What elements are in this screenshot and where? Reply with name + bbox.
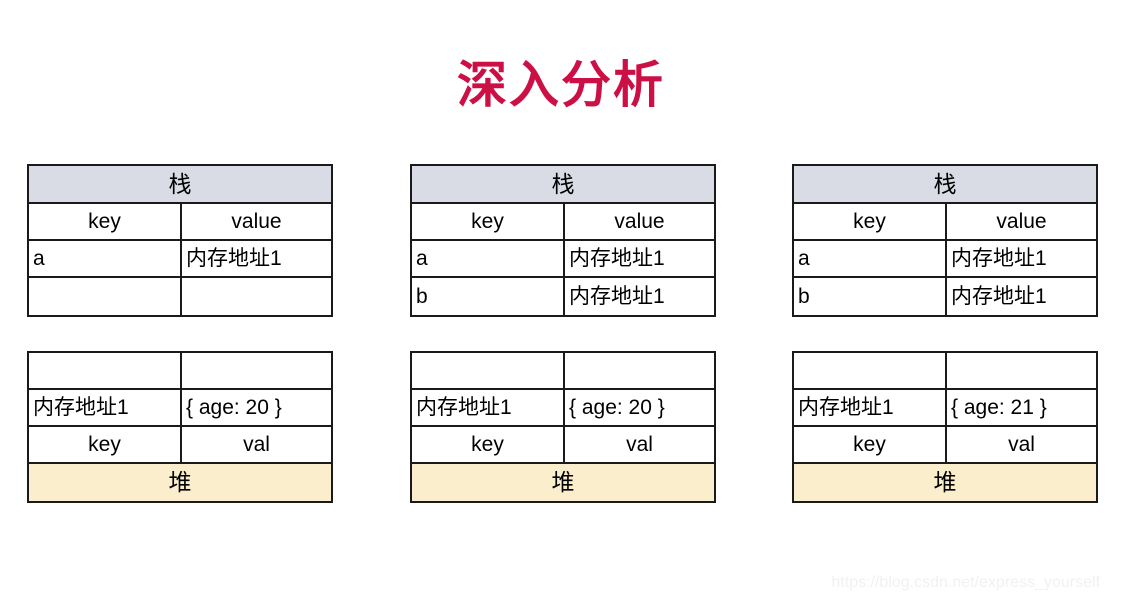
page-title: 深入分析	[457, 57, 665, 113]
stack-header-row: 栈	[794, 166, 1096, 204]
stack-cell-key: a	[794, 241, 947, 276]
stack-column-value: value	[614, 210, 665, 233]
heap-cell-key: 内存地址1	[29, 390, 182, 425]
stack-column-header-row: key value	[412, 204, 714, 241]
table-row: a 内存地址1	[29, 241, 331, 278]
heap-table-3: 内存地址1 { age: 21 } key val 堆	[792, 351, 1098, 503]
stack-header-label: 栈	[168, 170, 192, 197]
stack-table-3: 栈 key value a 内存地址1 b 内存地址1	[792, 164, 1098, 317]
heap-footer-label: 堆	[933, 469, 957, 495]
stack-header-row: 栈	[29, 166, 331, 204]
stack-cell-key	[29, 278, 182, 315]
heap-cell-key	[412, 353, 565, 388]
stack-column-header-row: key value	[29, 204, 331, 241]
stack-header-row: 栈	[412, 166, 714, 204]
stack-column-value: value	[996, 210, 1047, 233]
table-row: b 内存地址1	[794, 278, 1096, 315]
stack-column-key: key	[29, 204, 182, 239]
stack-cell-value: 内存地址1	[569, 285, 665, 308]
table-row	[29, 278, 331, 315]
stack-column-key: key	[794, 204, 947, 239]
heap-empty-row	[794, 353, 1096, 390]
stack-table-2: 栈 key value a 内存地址1 b 内存地址1	[410, 164, 716, 317]
heap-cell-val: { age: 20 }	[186, 396, 282, 419]
heap-cell-val	[565, 353, 714, 388]
heap-table-1: 内存地址1 { age: 20 } key val 堆	[27, 351, 333, 503]
table-row: b 内存地址1	[412, 278, 714, 315]
stack-column-header-row: key value	[794, 204, 1096, 241]
stack-cell-value: 内存地址1	[186, 247, 282, 270]
heap-column-header-row: key val	[794, 427, 1096, 464]
heap-cell-val: { age: 20 }	[569, 396, 665, 419]
stack-cell-key: a	[29, 241, 182, 276]
table-row: 内存地址1 { age: 20 }	[29, 390, 331, 427]
heap-cell-val	[947, 353, 1096, 388]
stack-column-value: value	[231, 210, 282, 233]
heap-column-val: val	[1008, 433, 1035, 456]
table-row: a 内存地址1	[412, 241, 714, 278]
stack-cell-key: b	[412, 278, 565, 315]
stack-cell-value	[182, 278, 331, 315]
heap-column-header-row: key val	[29, 427, 331, 464]
stack-cell-value: 内存地址1	[951, 285, 1047, 308]
stack-cell-value: 内存地址1	[951, 247, 1047, 270]
watermark: https://blog.csdn.net/express_yourself	[831, 574, 1100, 591]
heap-column-val: val	[243, 433, 270, 456]
heap-cell-key: 内存地址1	[794, 390, 947, 425]
stack-cell-key: a	[412, 241, 565, 276]
heap-footer-row: 堆	[29, 464, 331, 501]
heap-table-2: 内存地址1 { age: 20 } key val 堆	[410, 351, 716, 503]
heap-cell-val	[182, 353, 331, 388]
heap-column-key: key	[412, 427, 565, 462]
heap-cell-key: 内存地址1	[412, 390, 565, 425]
stack-header-label: 栈	[933, 170, 957, 197]
stack-cell-key: b	[794, 278, 947, 315]
heap-empty-row	[29, 353, 331, 390]
heap-column-key: key	[794, 427, 947, 462]
heap-cell-key	[29, 353, 182, 388]
heap-column-key: key	[29, 427, 182, 462]
heap-column-val: val	[626, 433, 653, 456]
stack-cell-value: 内存地址1	[569, 247, 665, 270]
stack-header-label: 栈	[551, 170, 575, 197]
stack-column-key: key	[412, 204, 565, 239]
table-row: 内存地址1 { age: 20 }	[412, 390, 714, 427]
stack-table-1: 栈 key value a 内存地址1	[27, 164, 333, 317]
heap-footer-label: 堆	[551, 469, 575, 495]
table-row: 内存地址1 { age: 21 }	[794, 390, 1096, 427]
heap-column-header-row: key val	[412, 427, 714, 464]
heap-cell-key	[794, 353, 947, 388]
heap-footer-row: 堆	[794, 464, 1096, 501]
heap-empty-row	[412, 353, 714, 390]
table-row: a 内存地址1	[794, 241, 1096, 278]
heap-cell-val: { age: 21 }	[951, 396, 1047, 419]
heap-footer-label: 堆	[168, 469, 192, 495]
heap-footer-row: 堆	[412, 464, 714, 501]
